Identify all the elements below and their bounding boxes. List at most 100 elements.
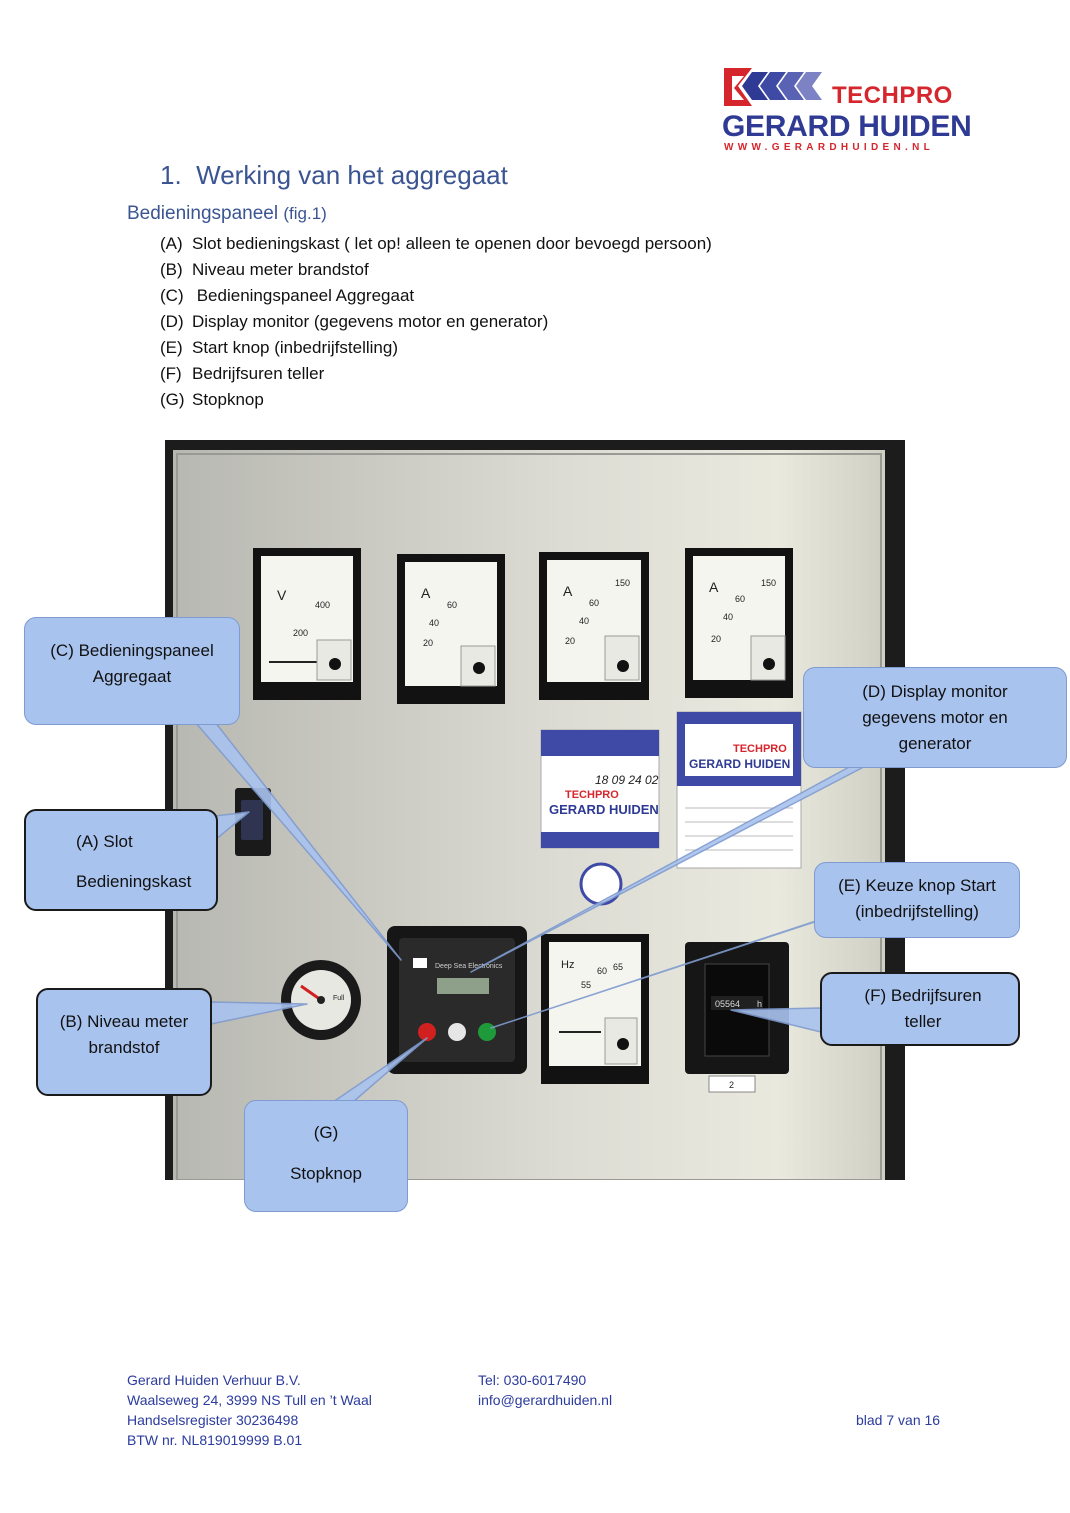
- meter-ammeter-3: A 150 60 40 20: [685, 548, 793, 698]
- list-text: Niveau meter brandstof: [192, 260, 369, 279]
- section-title: Werking van het aggregaat: [196, 160, 508, 190]
- meter-scale: 40: [723, 612, 733, 622]
- meter-scale: 200: [293, 628, 308, 638]
- list-letter: (D): [160, 312, 184, 331]
- meter-scale: 65: [613, 962, 623, 972]
- meter-scale: 20: [711, 634, 721, 644]
- meter-label: A: [709, 579, 719, 595]
- list-text: Bedieningspaneel Aggregaat: [192, 286, 415, 305]
- list-letter: (E): [160, 338, 183, 357]
- meter-scale: 20: [565, 636, 575, 646]
- meter-scale: 55: [581, 980, 591, 990]
- callout-f-text: (F) Bedrijfsuren teller: [820, 983, 1026, 1035]
- callout-d-line: gegevens motor en: [862, 708, 1008, 727]
- control-panel-photo: V 400 200 A 60 40 20 A 150 60 40 20 A 15…: [165, 440, 905, 1180]
- figure-reference: (fig.1): [283, 204, 327, 223]
- list-item: (B) Niveau meter brandstof: [160, 257, 712, 283]
- footer-vat: BTW nr. NL819019999 B.01: [127, 1432, 303, 1448]
- footer-page-number: blad 7 van 16: [856, 1412, 941, 1428]
- meter-scale: 20: [423, 638, 433, 648]
- callout-d: [803, 667, 1067, 768]
- meter-scale: 150: [615, 578, 630, 588]
- logo-company-name: GERARD HUIDEN: [722, 110, 972, 143]
- sticker-techpro: TECHPRO: [565, 789, 619, 801]
- hour-counter-value: 05564: [715, 999, 740, 1009]
- callout-d-text: (D) Display monitor gegevens motor en ge…: [803, 679, 1067, 757]
- meter-label: Hz: [561, 959, 574, 971]
- fuel-label: Full: [333, 995, 345, 1002]
- section-number: 1.: [160, 160, 182, 190]
- hour-counter-unit: h: [757, 999, 762, 1009]
- hour-counter: 05564 h 2: [685, 942, 789, 1093]
- lock-icon: [235, 788, 271, 856]
- footer-left: Gerard Huiden Verhuur B.V. Waalseweg 24,…: [127, 1370, 372, 1450]
- callout-b-line: (B) Niveau meter: [59, 1012, 189, 1031]
- subheading-text: Bedieningspaneel: [127, 203, 279, 224]
- callout-a: [24, 809, 218, 911]
- meter-label: A: [563, 583, 573, 599]
- component-list: (A) Slot bedieningskast ( let op! alleen …: [160, 231, 712, 413]
- meter-label: A: [421, 585, 431, 601]
- list-text: Display monitor (gegevens motor en gener…: [192, 312, 549, 331]
- list-item: (E) Start knop (inbedrijfstelling): [160, 335, 712, 361]
- list-text: Stopknop: [192, 390, 264, 409]
- list-item: (F)Bedrijfsuren teller: [160, 361, 712, 387]
- meter-scale: 60: [447, 600, 457, 610]
- meter-voltmeter: V 400 200: [253, 548, 361, 700]
- callout-b-line: brandstof: [88, 1038, 160, 1057]
- callout-g: [244, 1100, 408, 1212]
- auto-button-icon: [448, 1023, 466, 1041]
- dse-control-module: Deep Sea Electronics: [387, 926, 527, 1074]
- sticker-techpro: TECHPRO: [733, 743, 787, 755]
- display-screen: [437, 978, 489, 994]
- meter-scale: 150: [761, 578, 776, 588]
- callout-f: [820, 972, 1020, 1046]
- inspection-sticker: 18 09 24 02 TECHPRO GERARD HUIDEN: [540, 729, 660, 849]
- logo-techpro-text: TECHPRO: [832, 82, 953, 109]
- list-item: (D) Display monitor (gegevens motor en ge…: [160, 309, 712, 335]
- callout-g-line: (G): [313, 1123, 339, 1142]
- callout-f-line: teller: [904, 1012, 942, 1031]
- list-item: (G) Stopknop: [160, 387, 712, 413]
- stop-button-icon: [418, 1023, 436, 1041]
- list-letter: (B): [160, 260, 183, 279]
- list-text: Bedrijfsuren teller: [192, 364, 325, 383]
- sticker-name: GERARD HUIDEN: [549, 802, 659, 817]
- callout-b: [36, 988, 212, 1096]
- callout-b-text: (B) Niveau meter brandstof: [36, 1009, 212, 1061]
- section-heading: 1. Werking van het aggregaat: [160, 160, 508, 191]
- logo-chevron-icon: [724, 68, 822, 106]
- callout-g-line: Stopknop: [290, 1164, 362, 1183]
- subheading: Bedieningspaneel (fig.1): [127, 203, 327, 225]
- dse-brand: Deep Sea Electronics: [435, 963, 503, 970]
- callout-a-line: Bedieningskast: [76, 872, 192, 891]
- list-text: Slot bedieningskast ( let op! alleen te …: [192, 234, 712, 253]
- callout-d-line: generator: [898, 734, 972, 753]
- callout-c-line: (C) Bedieningspaneel: [50, 641, 214, 660]
- list-letter: (A): [160, 234, 183, 253]
- list-text: Start knop (inbedrijfstelling): [192, 338, 398, 357]
- list-letter: (G): [160, 390, 185, 409]
- start-button-icon: [478, 1023, 496, 1041]
- meter-scale: 40: [429, 618, 439, 628]
- footer-email[interactable]: info@gerardhuiden.nl: [478, 1392, 613, 1408]
- service-sticker: TECHPRO GERARD HUIDEN: [676, 711, 802, 869]
- fuel-gauge: Full: [281, 960, 361, 1040]
- hour-plate: 2: [729, 1080, 734, 1090]
- callout-g-text: (G) Stopknop: [244, 1112, 408, 1194]
- round-sticker: [579, 862, 623, 906]
- callout-e-text: (E) Keuze knop Start (inbedrijfstelling): [814, 873, 1020, 925]
- list-item: (A) Slot bedieningskast ( let op! alleen …: [160, 231, 712, 257]
- meter-scale: 400: [315, 600, 330, 610]
- callout-c-text: (C) Bedieningspaneel Aggregaat: [24, 638, 240, 690]
- meter-scale: 60: [735, 594, 745, 604]
- callout-c: [24, 617, 240, 725]
- footer-contact: Tel: 030-6017490 info@gerardhuiden.nl: [478, 1370, 612, 1410]
- footer-address: Waalseweg 24, 3999 NS Tull en ’t Waal: [127, 1392, 372, 1408]
- footer-register: Handselsregister 30236498: [127, 1412, 299, 1428]
- meter-label: V: [277, 587, 287, 603]
- meter-ammeter-2: A 150 60 40 20: [539, 552, 649, 700]
- callout-e-line: (E) Keuze knop Start: [838, 876, 996, 895]
- meter-ammeter-1: A 60 40 20: [397, 554, 505, 704]
- meter-frequency: Hz 55 60 65: [541, 934, 649, 1084]
